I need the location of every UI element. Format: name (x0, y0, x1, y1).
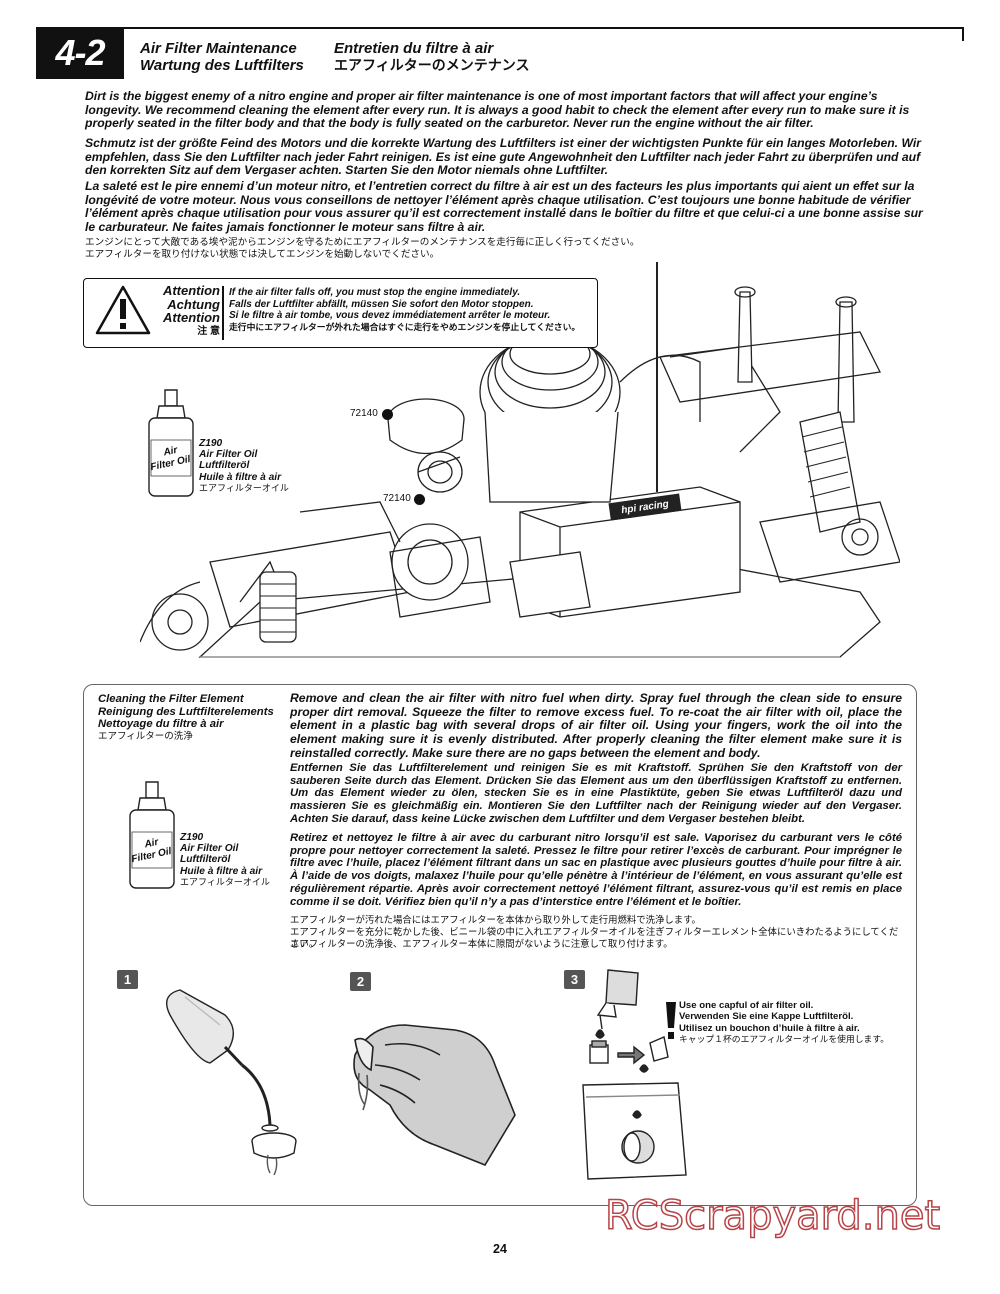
attention-label-en: Attention (162, 283, 220, 298)
header-rule-end (962, 27, 964, 41)
part-number-a: 72140 (350, 408, 378, 419)
oil-note-en: Use one capful of air filter oil. (679, 1000, 814, 1011)
intro-jp-1: エンジンにとって大敵である埃や泥からエンジンを守るためにエアフィルターのメンテナ… (85, 237, 640, 248)
cleaning-heading: Cleaning the Filter Element Reinigung de… (98, 693, 283, 743)
oil-note: Use one capful of air filter oil. Verwen… (679, 1000, 899, 1045)
cleaning-heading-fr: Nettoyage du filtre à air (98, 718, 224, 730)
oil-cap-and-bag-illustration (582, 969, 687, 1180)
attention-box (83, 278, 598, 348)
oil-name-jp: エアフィルターオイル (199, 482, 289, 493)
oil-product-label: Z190 Air Filter Oil Luftfilteröl Huile à… (199, 438, 289, 494)
step-badge-2: 2 (350, 972, 371, 991)
step-badge-3: 3 (564, 970, 585, 989)
cleaning-en: Remove and clean the air filter with nit… (290, 691, 902, 760)
attention-label-de: Achtung (167, 296, 220, 312)
svg-text:Air: Air (143, 837, 161, 851)
cleaning-jp-3: エアフィルターの洗浄後、エアフィルター本体に隙間がないように注意して取り付けます… (290, 938, 673, 949)
header-rule (36, 27, 964, 29)
cleaning-de: Entfernen Sie das Luftfilterelement und … (290, 762, 902, 825)
oil-code: Z190 (180, 832, 204, 843)
oil-name-de: Luftfilteröl (180, 854, 231, 866)
exclamation-icon (666, 1002, 676, 1039)
gloved-hand-squeeze-illustration (353, 1024, 516, 1166)
fuel-bottle-spray-illustration (166, 989, 297, 1175)
cleaning-heading-de: Reinigung des Luftfilterelements (98, 705, 274, 718)
intro-jp-2: エアフィルターを取り付けない状態では決してエンジンを始動しないでください。 (85, 249, 440, 260)
oil-name-fr: Huile à filtre à air (199, 471, 282, 483)
chassis-illustration: hpi racing (140, 262, 900, 658)
attention-label-fr: Attention (162, 310, 220, 325)
intro-fr: La saleté est le pire ennemi d’un moteur… (85, 179, 923, 234)
oil-name-jp: エアフィルターオイル (180, 876, 270, 887)
intro-en: Dirt is the biggest enemy of a nitro eng… (85, 89, 910, 131)
watermark: RCScrapyard.net (604, 1192, 941, 1240)
cleaning-jp-1: エアフィルターが汚れた場合にはエアフィルターを本体から取り外して走行用燃料で洗浄… (290, 914, 701, 925)
step-number-badge: 4-2 (36, 27, 124, 79)
attention-text: If the air filter falls off, you must st… (229, 287, 589, 333)
title-en: Air Filter Maintenance (140, 40, 297, 57)
oil-note-jp: キャップ１杯のエアフィルターオイルを使用します。 (679, 1033, 890, 1044)
callout-dot-b (414, 494, 425, 505)
title-de: Wartung des Luftfilters (140, 57, 304, 74)
cleaning-heading-jp: エアフィルターの洗浄 (98, 730, 193, 742)
oil-name-en: Air Filter Oil (199, 449, 258, 461)
oil-product-label-2: Z190 Air Filter Oil Luftfilteröl Huile à… (180, 832, 270, 888)
warning-triangle-icon (95, 285, 151, 335)
oil-bottle-icon: Air Filter Oil (129, 781, 175, 889)
attention-labels: Attention Achtung Attention 注 意 (140, 284, 220, 338)
attention-en: If the air filter falls off, you must st… (229, 287, 521, 298)
cleaning-jp-2: エアフィルターを充分に乾かした後、ビニール袋の中に入れエアフィルターオイルを注ぎ… (290, 926, 899, 949)
oil-code: Z190 (199, 438, 223, 449)
cleaning-fr: Retirez et nettoyez le filtre à air avec… (290, 832, 902, 908)
step-badge-1: 1 (117, 970, 138, 989)
oil-name-de: Luftfilteröl (199, 460, 250, 472)
page-number: 24 (493, 1242, 507, 1256)
attention-fr: Si le filtre à air tombe, vous devez imm… (229, 310, 551, 321)
attention-jp: 走行中にエアフィルターが外れた場合はすぐに走行をやめエンジンを停止してください。 (229, 321, 581, 332)
svg-text:Air: Air (162, 445, 180, 459)
title-fr: Entretien du filtre à air (334, 40, 494, 57)
attention-de: Falls der Luftfilter abfällt, müssen Sie… (229, 298, 534, 310)
oil-note-fr: Utilisez un bouchon d’huile à filtre à a… (679, 1022, 860, 1034)
oil-bottle-icon: Air Filter Oil (148, 389, 194, 497)
callout-dot-a (382, 409, 393, 420)
attention-divider (222, 286, 224, 340)
oil-name-fr: Huile à filtre à air (180, 865, 263, 877)
oil-note-de: Verwenden Sie eine Kappe Luftfilteröl. (679, 1011, 854, 1023)
cleaning-heading-en: Cleaning the Filter Element (98, 693, 244, 705)
cleaning-panel (83, 684, 917, 1206)
part-number-b: 72140 (383, 493, 411, 504)
attention-label-jp: 注 意 (197, 325, 220, 337)
intro-de: Schmutz ist der größte Feind des Motors … (85, 136, 921, 178)
oil-name-en: Air Filter Oil (180, 843, 239, 855)
title-jp: エアフィルターのメンテナンス (334, 57, 530, 73)
